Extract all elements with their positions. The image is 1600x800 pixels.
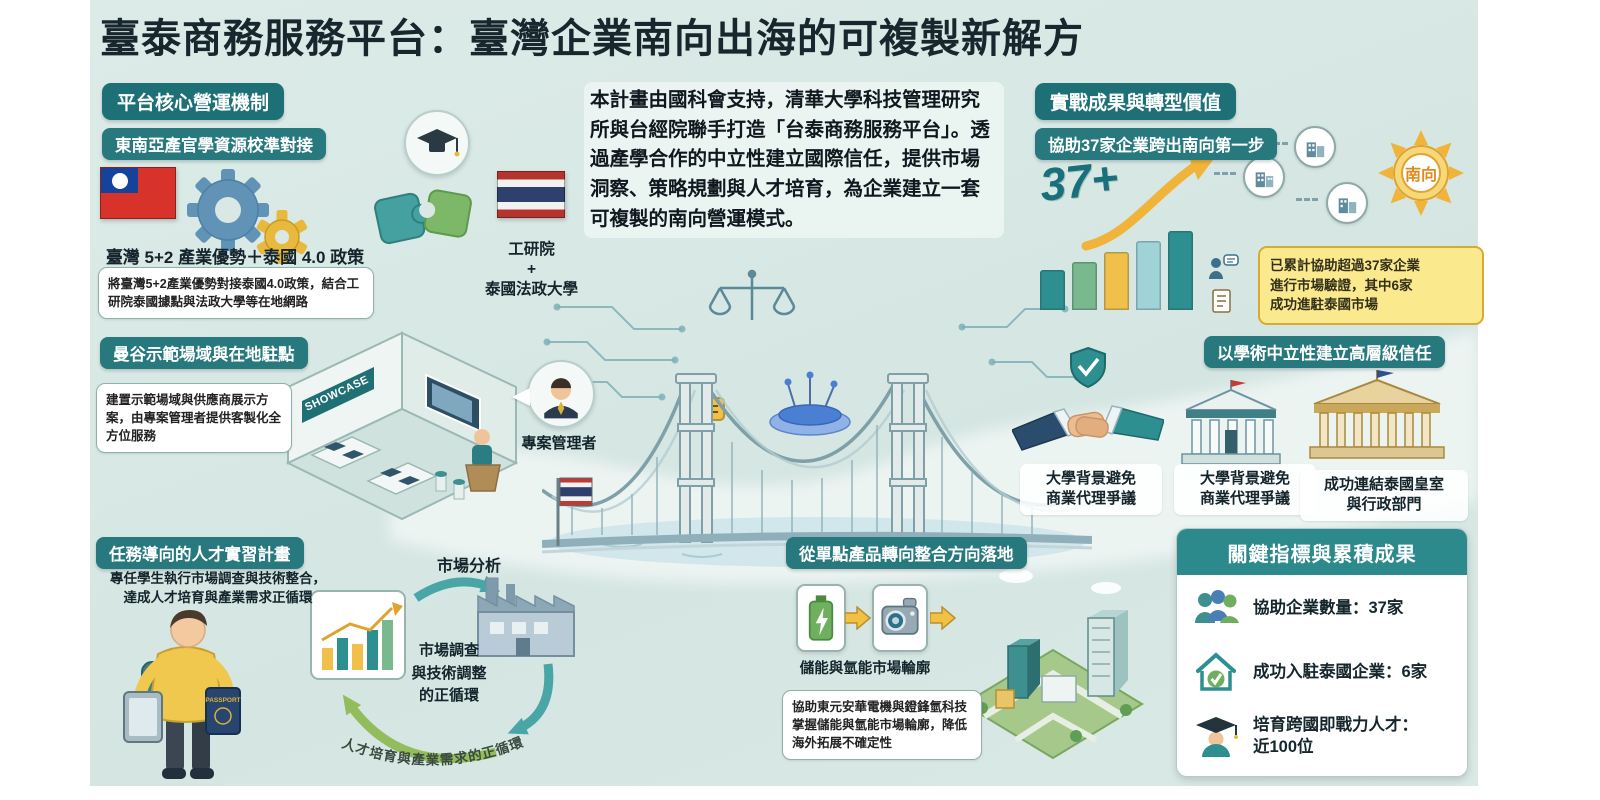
royal-government-building-icon xyxy=(1309,370,1445,459)
bar xyxy=(1040,270,1065,310)
bar xyxy=(1104,252,1129,310)
cycle-arrows: 人才培育與產業需求的正循環 xyxy=(340,575,554,768)
badge-talent-program: 任務導向的人才實習計畫 xyxy=(96,537,304,569)
kpi-row: 培育跨國即戰力人才： 近100位 xyxy=(1177,703,1467,767)
kpi-label: 培育跨國即戰力人才： 近100位 xyxy=(1253,715,1418,756)
kpi-panel: 關鍵指標與累積成果 協助企業數量：37家 成功入駐泰國企業：6家 xyxy=(1176,528,1468,777)
graduate-icon xyxy=(1196,717,1238,757)
passport-label: PASSPORT xyxy=(205,697,240,704)
motion-dash-decor xyxy=(1296,198,1318,201)
cycle-center-label: 市場調查 與技術調整 的正循環 xyxy=(411,642,487,704)
badge-integrated-landing: 從單點產品轉向整合方向落地 xyxy=(786,537,1027,569)
sun-icon xyxy=(1378,130,1464,216)
smart-disc-icon xyxy=(769,371,851,436)
bar xyxy=(1168,231,1193,310)
cycle-top-label: 市場分析 xyxy=(436,558,501,575)
bar xyxy=(1136,241,1161,310)
project-manager-label: 專案管理者 xyxy=(521,435,597,452)
student-illustration: PASSPORT xyxy=(123,610,241,779)
scale-icon xyxy=(708,269,796,320)
circuit-lines-decor xyxy=(547,306,1077,398)
bar xyxy=(1072,262,1097,310)
kpi-row: 成功入駐泰國企業：6家 xyxy=(1177,639,1467,703)
trust-label-1: 大學背景避免 商業代理爭議 xyxy=(1020,464,1162,515)
handshake-shield-icon xyxy=(1012,346,1164,451)
house-check-icon xyxy=(1196,652,1236,691)
validation-icons xyxy=(1206,252,1240,317)
building-badge-icon xyxy=(1326,182,1368,224)
graduation-cap-icon xyxy=(404,110,470,176)
taiwan-flag-icon xyxy=(100,167,176,219)
kpi-label: 協助企業數量：37家 xyxy=(1253,598,1404,617)
badge-bangkok-showcase: 曼谷示範場域與在地駐點 xyxy=(100,337,308,369)
badge-results: 實戰成果與轉型價值 xyxy=(1035,83,1237,120)
gears-icon xyxy=(187,169,308,264)
university-building-icon xyxy=(1181,380,1281,465)
hydrogen-device-icon xyxy=(872,584,928,652)
bridge-illustration xyxy=(542,269,1092,567)
core-note: 將臺灣5+2產業優勢對接泰國4.0政策，結合工研院泰國據點與法政大學等在地網路 xyxy=(98,267,374,320)
svg-text:人才培育與產業需求的正循環: 人才培育與產業需求的正循環 xyxy=(340,734,526,767)
motion-dash-decor xyxy=(1214,172,1236,175)
thailand-flag-icon xyxy=(497,171,565,218)
energy-market-label: 儲能與氫能市場輪廓 xyxy=(799,661,931,677)
cycle-arc-label: 人才培育與產業需求的正循環 xyxy=(340,734,525,767)
trust-label-3: 成功連結泰國皇室 與行政部門 xyxy=(1300,470,1468,521)
documents-icon xyxy=(1212,289,1231,313)
kpi-label: 成功入駐泰國企業：6家 xyxy=(1253,662,1428,681)
partners-caption: 工研院 + 泰國法政大學 xyxy=(484,241,578,299)
battery-icon xyxy=(796,584,846,652)
flow-arrow-icon xyxy=(930,606,956,630)
energy-note: 協助東元安華電機與鐙鋒氫科技掌握儲能與氫能市場輪廓，降低海外拓展不確定性 xyxy=(782,690,982,761)
badge-core-mechanism: 平台核心營運機制 xyxy=(102,83,285,120)
trust-label-2: 大學背景避免 商業代理爭議 xyxy=(1174,464,1316,515)
building-badge-icon xyxy=(1294,126,1336,168)
building-badge-icon xyxy=(1243,156,1285,198)
results-bars xyxy=(1040,224,1212,310)
project-manager-avatar xyxy=(527,360,595,428)
badge-resource-alignment: 東南亞產官學資源校準對接 xyxy=(102,128,326,160)
bangkok-note: 建置示範場域與供應商展示方案，由專案管理者提供客製化全方位服務 xyxy=(96,383,292,454)
showcase-room-illustration: SHOWCASE xyxy=(285,331,519,521)
bridge-cables xyxy=(542,383,1091,508)
speech-bubble-tail xyxy=(512,388,530,406)
badge-academic-trust: 以學術中立性建立高層級信任 xyxy=(1204,336,1445,368)
factory-icon xyxy=(477,577,575,657)
flow-arrow-icon xyxy=(845,606,871,630)
page-title: 臺泰商務服務平台：臺灣企業南向出海的可複製新解方 xyxy=(100,17,1084,61)
intro-paragraph: 本計畫由國科會支持，清華大學科技管理研究所與台經院聯手打造「台泰商務服務平台」。… xyxy=(584,82,1004,239)
badge-37-companies: 協助37家企業跨出南向第一步 xyxy=(1035,128,1278,160)
people-icon xyxy=(1195,590,1239,623)
city-illustration xyxy=(962,569,1144,760)
flags-caption: 臺灣 5+2 產業優勢＋泰國 4.0 政策 xyxy=(105,248,365,267)
kpi-row: 協助企業數量：37家 xyxy=(1177,575,1467,639)
market-analysis-chart-icon xyxy=(310,590,406,680)
puzzle-pieces-icon xyxy=(374,189,472,245)
market-cycle-diagram: 人才培育與產業需求的正循環 市場分析 市場調查 與技術調整 的正循環 xyxy=(296,546,592,784)
talent-headline: 專任學生執行市場調查與技術整合， 達成人才培育與產業需求正循環 xyxy=(110,571,326,605)
person-chat-icon xyxy=(1209,254,1239,279)
validation-highlight: 已累計協助超過37家企業 進行市場驗證，其中6家 成功進駐泰國市場 xyxy=(1258,246,1484,325)
kpi-panel-title: 關鍵指標與累積成果 xyxy=(1177,529,1467,575)
